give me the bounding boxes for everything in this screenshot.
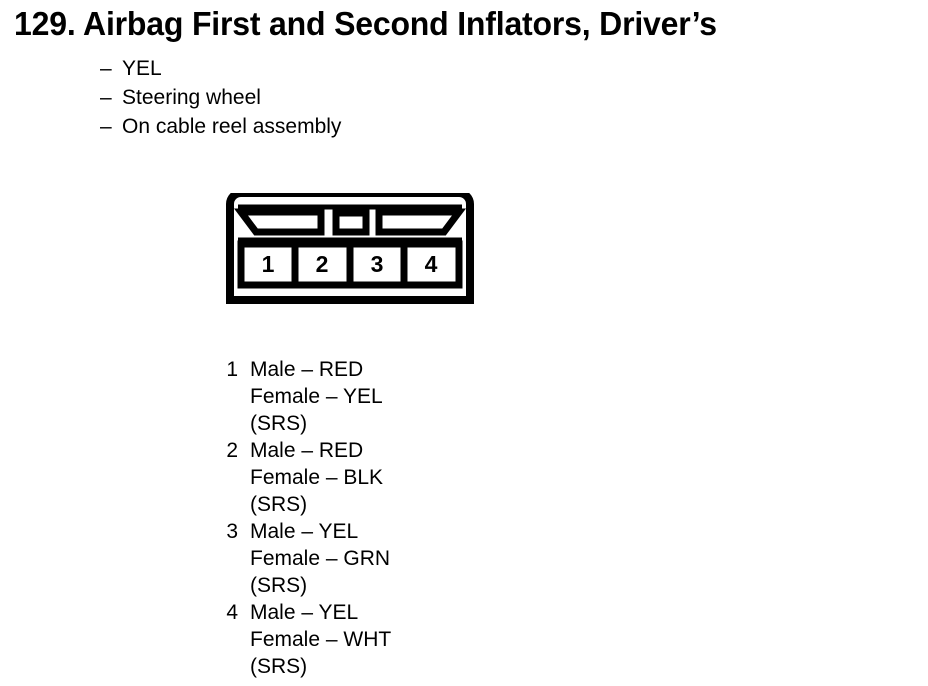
pin-system-tag: (SRS) xyxy=(250,574,308,597)
pin-male-color: Male – YEL xyxy=(250,601,359,624)
pin-system-tag: (SRS) xyxy=(250,412,308,435)
pin-detail: Male – RED Female – YEL (SRS) xyxy=(250,356,383,437)
cavity-label-3: 3 xyxy=(371,251,384,277)
pin-female-color: Female – BLK xyxy=(250,466,384,489)
pin-entry-1: 1 Male – RED Female – YEL (SRS) xyxy=(214,356,391,437)
pin-number: 2 xyxy=(226,439,238,462)
pin-entry-4: 4 Male – YEL Female – WHT (SRS) xyxy=(214,599,391,680)
pin-detail: Male – RED Female – BLK (SRS) xyxy=(250,437,383,518)
page-title: 129. Airbag First and Second Inflators, … xyxy=(14,5,717,42)
pin-female-color: Female – YEL xyxy=(250,385,383,408)
dash-bullet-icon: – xyxy=(100,115,112,138)
center-latch-tab-icon xyxy=(332,209,370,236)
pin-male-color: Male – RED xyxy=(250,358,364,381)
attribute-row-wire-color: –YEL xyxy=(100,54,341,83)
dash-bullet-icon: – xyxy=(100,86,112,109)
pin-entry-3: 3 Male – YEL Female – GRN (SRS) xyxy=(214,518,391,599)
pin-male-color: Male – RED xyxy=(250,439,364,462)
pin-number: 1 xyxy=(226,358,238,381)
pin-female-color: Female – GRN xyxy=(250,547,391,570)
pin-system-tag: (SRS) xyxy=(250,493,308,516)
cavity-label-1: 1 xyxy=(262,251,275,277)
attribute-text: On cable reel assembly xyxy=(122,115,342,138)
pin-system-tag: (SRS) xyxy=(250,655,308,678)
left-keyway-slot-icon xyxy=(234,208,325,236)
pin-male-color: Male – YEL xyxy=(250,520,359,543)
pin-entry-2: 2 Male – RED Female – BLK (SRS) xyxy=(214,437,391,518)
pin-list: 1 Male – RED Female – YEL (SRS) 2 Male –… xyxy=(214,356,391,680)
attribute-list: –YEL –Steering wheel –On cable reel asse… xyxy=(100,54,341,141)
dash-bullet-icon: – xyxy=(100,57,112,80)
pin-number: 3 xyxy=(226,520,238,543)
connector-outer-shell xyxy=(226,193,474,304)
pin-detail: Male – YEL Female – WHT (SRS) xyxy=(250,599,391,680)
pin-female-color: Female – WHT xyxy=(250,628,392,651)
cavity-label-4: 4 xyxy=(425,251,438,277)
attribute-row-location: –Steering wheel xyxy=(100,83,341,112)
pin-number: 4 xyxy=(226,601,238,624)
attribute-text: Steering wheel xyxy=(122,86,261,109)
attribute-text: YEL xyxy=(122,57,162,80)
attribute-row-mounting: –On cable reel assembly xyxy=(100,112,341,141)
cavity-label-2: 2 xyxy=(316,251,329,277)
pin-detail: Male – YEL Female – GRN (SRS) xyxy=(250,518,390,599)
connector-diagram: 1 2 3 4 xyxy=(212,193,480,311)
right-keyway-slot-icon xyxy=(375,208,466,236)
